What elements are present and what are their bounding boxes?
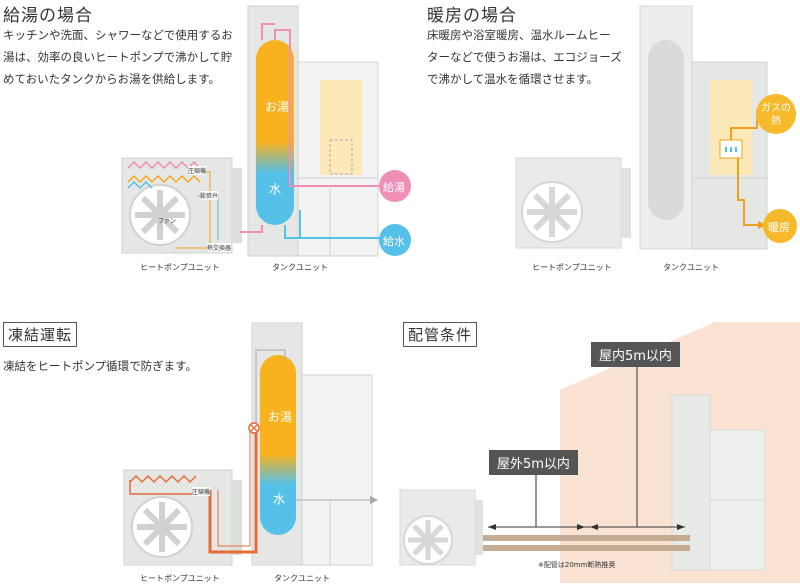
water-inlet-label: 給水 — [383, 235, 405, 248]
tank-caption-3: タンクユニット — [274, 574, 330, 583]
tank-water-label: 水 — [269, 182, 282, 196]
hot-water-tank — [256, 40, 294, 225]
hot-outlet-label: 給湯 — [383, 181, 405, 194]
tank-unit-body-4 — [671, 394, 711, 571]
compressor-label: 圧縮機 — [188, 166, 207, 175]
tank-caption-2: タンクユニット — [663, 263, 719, 272]
heat-exchanger-label: 熱交換器 — [207, 243, 232, 252]
heater-panel — [320, 80, 362, 175]
pipe-lower — [483, 545, 690, 551]
freeze-compressor-label: 圧縮機 — [192, 487, 211, 496]
heating-out-label: 暖房 — [768, 221, 790, 234]
outdoor-limit-label: 屋外5m以内 — [489, 450, 578, 475]
heatpump-caption-2: ヒートポンプユニット — [532, 263, 612, 272]
tank-caption: タンクユニット — [272, 263, 328, 272]
freeze-tank-hot-label: お湯 — [268, 410, 293, 424]
tank-hot-label: お湯 — [265, 100, 290, 114]
pipe-note: ※配管は20mm断熱推奨 — [538, 561, 616, 569]
freeze-tank-water-label: 水 — [273, 492, 286, 506]
heating-description: 床暖房や浴室暖房、温水ルームヒー ターなどで使うお湯は、エコジョーズ で沸かして… — [427, 28, 622, 86]
gas-heat-label: ガスの 熱 — [761, 103, 791, 127]
pipe-upper — [483, 535, 690, 541]
fan-label: ファン — [158, 218, 177, 225]
indoor-limit-label: 屋内5m以内 — [591, 342, 680, 367]
freeze-title: 凍結運転 — [3, 322, 78, 347]
tank-capsule-gray — [648, 40, 684, 220]
water-inlet-circle — [379, 224, 411, 256]
gas-heat-circle — [756, 94, 796, 134]
hot-water-description: キッチンや洗面、シャワーなどで使用するお 湯は、効率の良いヒートポンプで沸かして… — [3, 28, 233, 86]
heatpump-caption-3: ヒートポンプユニット — [140, 574, 220, 583]
hot-water-title: 給湯の場合 — [3, 6, 93, 26]
piping-title: 配管条件 — [403, 322, 478, 347]
hot-outlet-circle — [379, 170, 411, 202]
freeze-description: 凍結をヒートポンプ循環で防ぎます。 — [3, 359, 198, 373]
heating-out-circle — [763, 209, 797, 243]
expansion-valve-label: 膨張弁 — [200, 191, 219, 200]
heating-title: 暖房の場合 — [427, 6, 517, 26]
freeze-tank — [260, 355, 296, 535]
heatpump-caption: ヒートポンプユニット — [140, 263, 220, 272]
